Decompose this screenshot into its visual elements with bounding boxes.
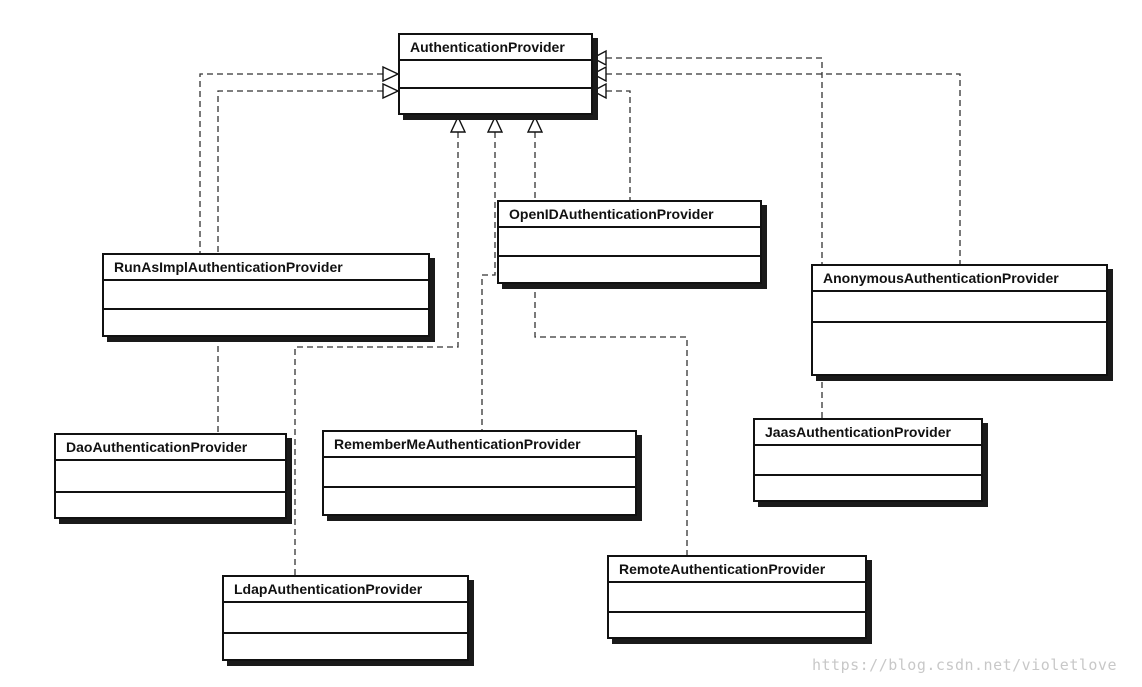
class-authentication-provider: AuthenticationProvider (398, 33, 593, 115)
class-name: JaasAuthenticationProvider (755, 420, 981, 446)
attributes-compartment (400, 61, 591, 89)
watermark-url: https://blog.csdn.net/violetlove (812, 656, 1117, 674)
connector-runas (199, 73, 383, 253)
arrowhead-remote (526, 115, 544, 133)
class-name: LdapAuthenticationProvider (224, 577, 467, 603)
attributes-compartment (609, 583, 865, 613)
arrowhead-rememberme (486, 115, 504, 133)
class-rememberme-authentication-provider: RememberMeAuthenticationProvider (322, 430, 637, 516)
attributes-compartment (755, 446, 981, 476)
class-ldap-authentication-provider: LdapAuthenticationProvider (222, 575, 469, 661)
class-name: RunAsImplAuthenticationProvider (104, 255, 428, 281)
connector-rememberme (481, 132, 496, 430)
attributes-compartment (224, 603, 467, 634)
class-name: RememberMeAuthenticationProvider (324, 432, 635, 458)
class-openid-authentication-provider: OpenIDAuthenticationProvider (497, 200, 762, 284)
class-dao-authentication-provider: DaoAuthenticationProvider (54, 433, 287, 519)
arrowhead-dao (382, 82, 400, 100)
class-name: AnonymousAuthenticationProvider (813, 266, 1106, 292)
class-name: DaoAuthenticationProvider (56, 435, 285, 461)
class-name: RemoteAuthenticationProvider (609, 557, 865, 583)
connector-ldap (294, 132, 459, 575)
attributes-compartment (499, 228, 760, 257)
class-jaas-authentication-provider: JaasAuthenticationProvider (753, 418, 983, 502)
class-remote-authentication-provider: RemoteAuthenticationProvider (607, 555, 867, 639)
arrowhead-openid (591, 82, 607, 100)
attributes-compartment (56, 461, 285, 493)
arrowhead-runas (382, 65, 400, 83)
class-name: OpenIDAuthenticationProvider (499, 202, 760, 228)
arrowhead-ldap (449, 115, 467, 133)
connector-openid (606, 90, 631, 200)
class-runasimpl-authentication-provider: RunAsImplAuthenticationProvider (102, 253, 430, 337)
arrowhead-anonymous (591, 65, 607, 83)
class-name: AuthenticationProvider (400, 35, 591, 61)
arrowhead-jaas (591, 49, 607, 67)
class-anonymous-authentication-provider: AnonymousAuthenticationProvider (811, 264, 1108, 376)
connector-anonymous (606, 73, 961, 264)
attributes-compartment (324, 458, 635, 488)
attributes-compartment (104, 281, 428, 310)
attributes-compartment (813, 292, 1106, 323)
